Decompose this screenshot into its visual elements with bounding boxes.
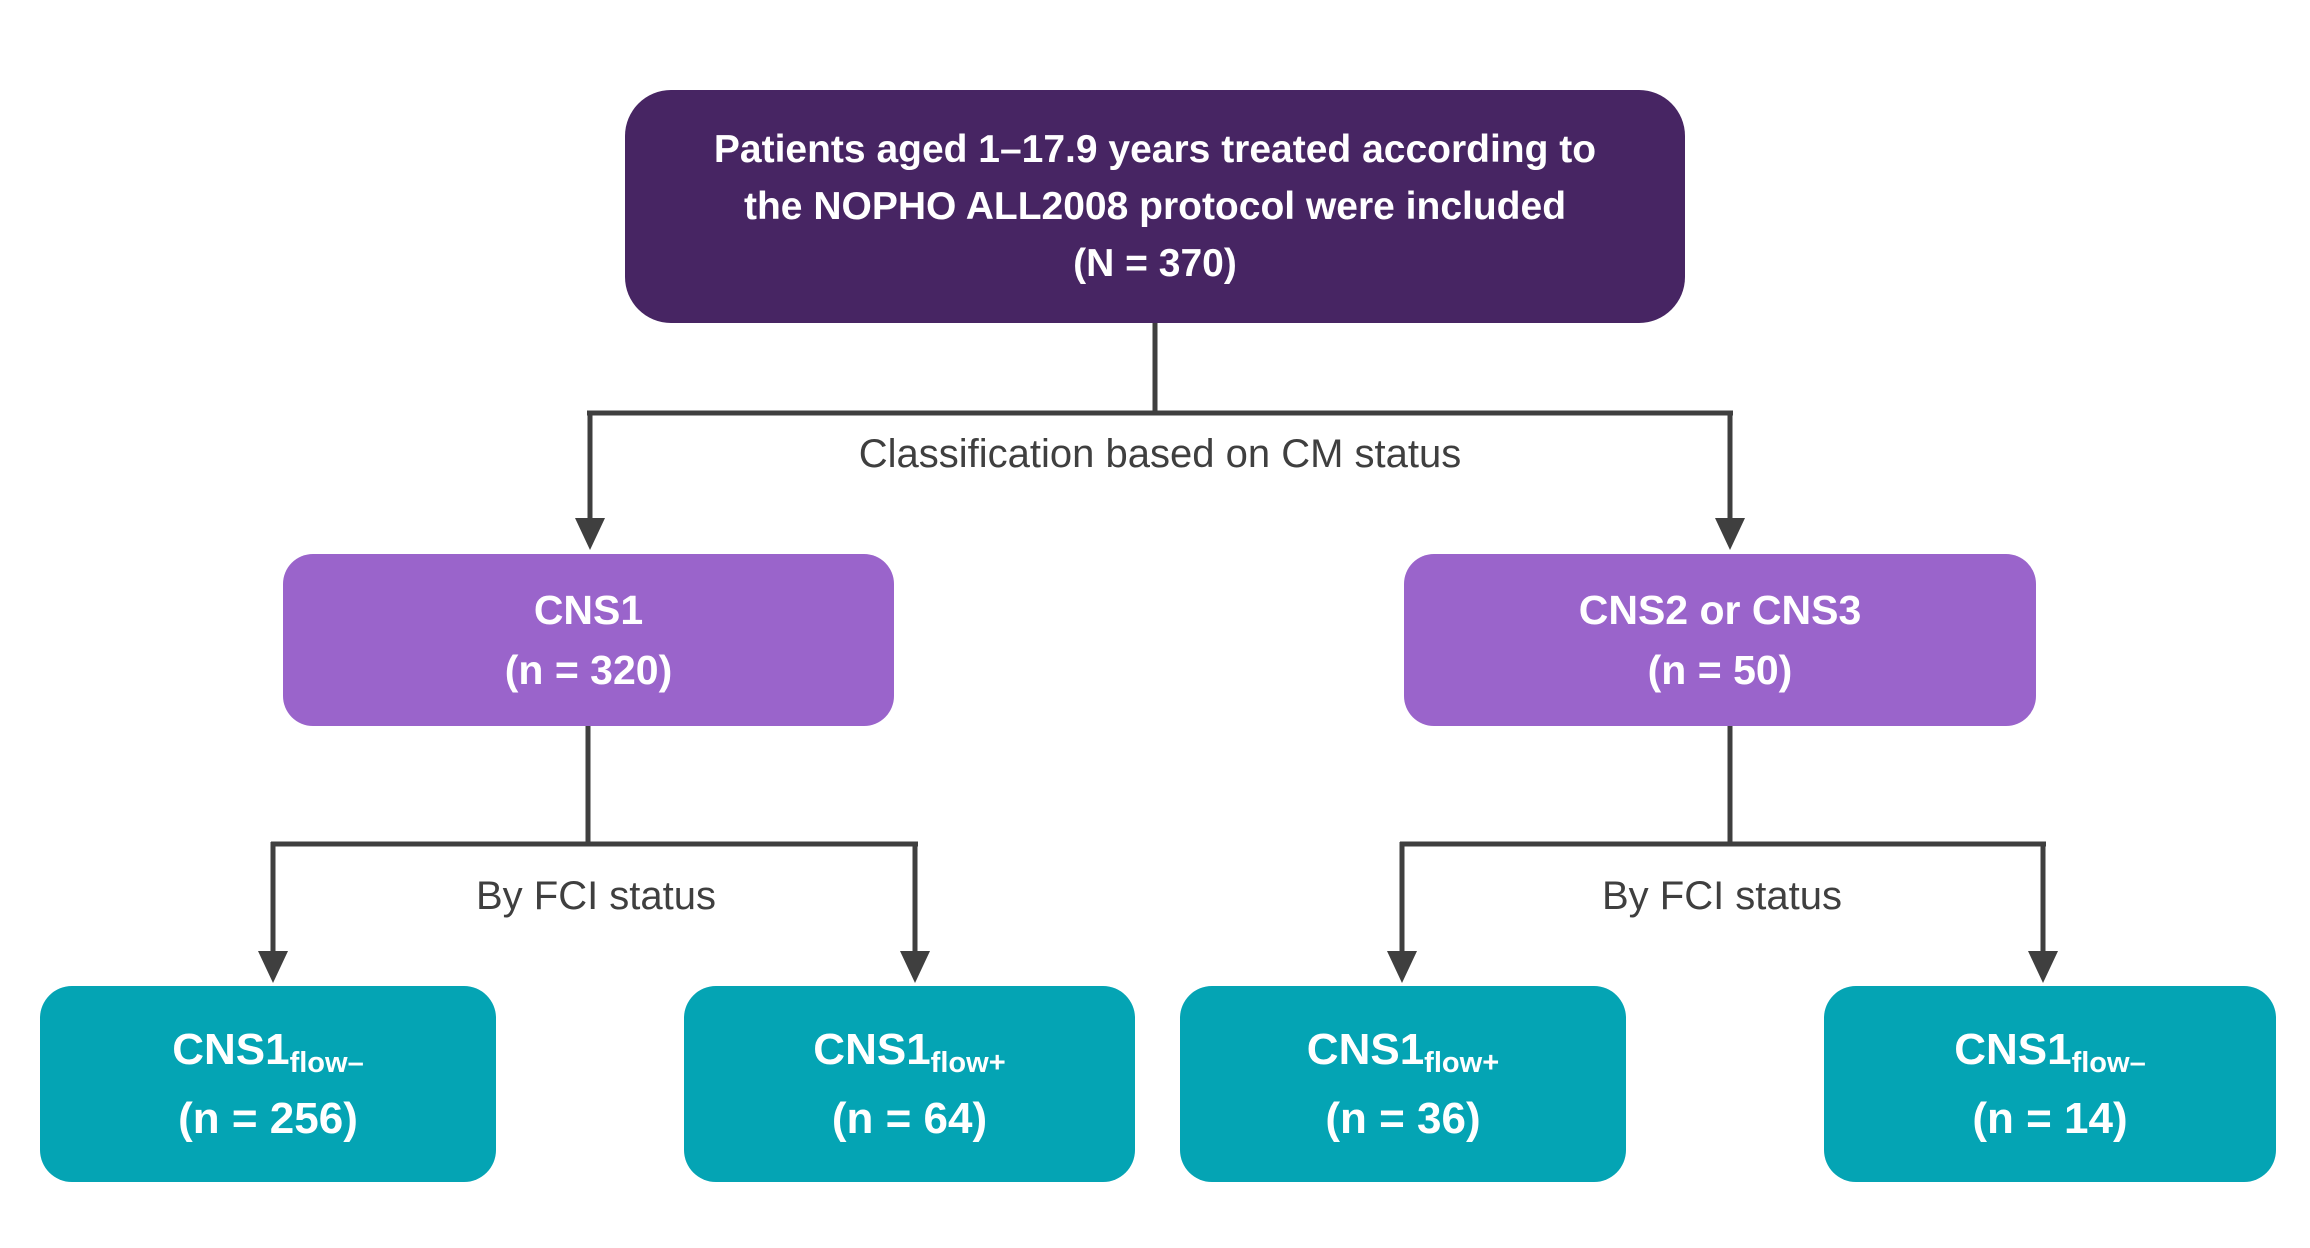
cm-right-arrowhead xyxy=(1715,518,1745,550)
cm-status-branch-label: Classification based on CM status xyxy=(858,432,1462,476)
root-box-line2: the NOPHO ALL2008 protocol were included xyxy=(743,185,1567,228)
outcome-box-flowpos-36: CNS1flow+ (n = 36) xyxy=(1180,986,1626,1182)
root-box-total-count: (N = 370) xyxy=(1073,242,1237,285)
outcome-box-title: CNS1flow+ xyxy=(813,1018,1005,1087)
outcome-box-title: CNS1flow+ xyxy=(1307,1018,1499,1087)
cm-left-arrowhead xyxy=(575,518,605,550)
cns1-box-count: (n = 320) xyxy=(504,647,673,693)
outcome-box-main: CNS1 xyxy=(813,1024,931,1074)
outcome-box-main: CNS1 xyxy=(172,1024,290,1074)
outcome-box-count: (n = 36) xyxy=(1325,1093,1481,1143)
cns2-cns3-box: CNS2 or CNS3 (n = 50) xyxy=(1404,554,2036,726)
outcome-box-subscript: flow+ xyxy=(1424,1047,1500,1080)
outcome-box-count: (n = 64) xyxy=(831,1093,988,1143)
cns1-box: CNS1 (n = 320) xyxy=(283,554,894,726)
fci-left-arrowhead1 xyxy=(258,951,288,983)
cns1-box-title: CNS1 xyxy=(533,587,644,633)
outcome-box-subscript: flow+ xyxy=(930,1047,1006,1080)
fci-right-arrowhead1 xyxy=(1387,951,1417,983)
fci-status-label-right: By FCI status xyxy=(1601,874,1843,918)
outcome-box-flowpos-64: CNS1flow+ (n = 64) xyxy=(684,986,1135,1182)
root-population-box: Patients aged 1–17.9 years treated accor… xyxy=(625,90,1685,323)
outcome-box-flowneg-14: CNS1flow– (n = 14) xyxy=(1824,986,2276,1182)
outcome-box-count: (n = 14) xyxy=(1972,1093,2128,1143)
outcome-box-title: CNS1flow– xyxy=(1954,1018,2146,1087)
outcome-box-flowneg-256: CNS1flow– (n = 256) xyxy=(40,986,496,1182)
outcome-box-subscript: flow– xyxy=(289,1047,364,1080)
outcome-box-subscript: flow– xyxy=(2071,1047,2146,1080)
fci-left-arrowhead2 xyxy=(900,951,930,983)
fci-status-label-left: By FCI status xyxy=(475,874,717,918)
fci-right-arrowhead2 xyxy=(2028,951,2058,983)
outcome-box-count: (n = 256) xyxy=(178,1093,358,1143)
outcome-box-main: CNS1 xyxy=(1306,1024,1425,1074)
outcome-box-title: CNS1flow– xyxy=(172,1018,364,1087)
root-box-line1: Patients aged 1–17.9 years treated accor… xyxy=(713,128,1597,171)
cns2-cns3-box-title: CNS2 or CNS3 xyxy=(1578,587,1862,633)
outcome-box-main: CNS1 xyxy=(1954,1024,2072,1074)
cns2-cns3-box-count: (n = 50) xyxy=(1647,647,1793,693)
